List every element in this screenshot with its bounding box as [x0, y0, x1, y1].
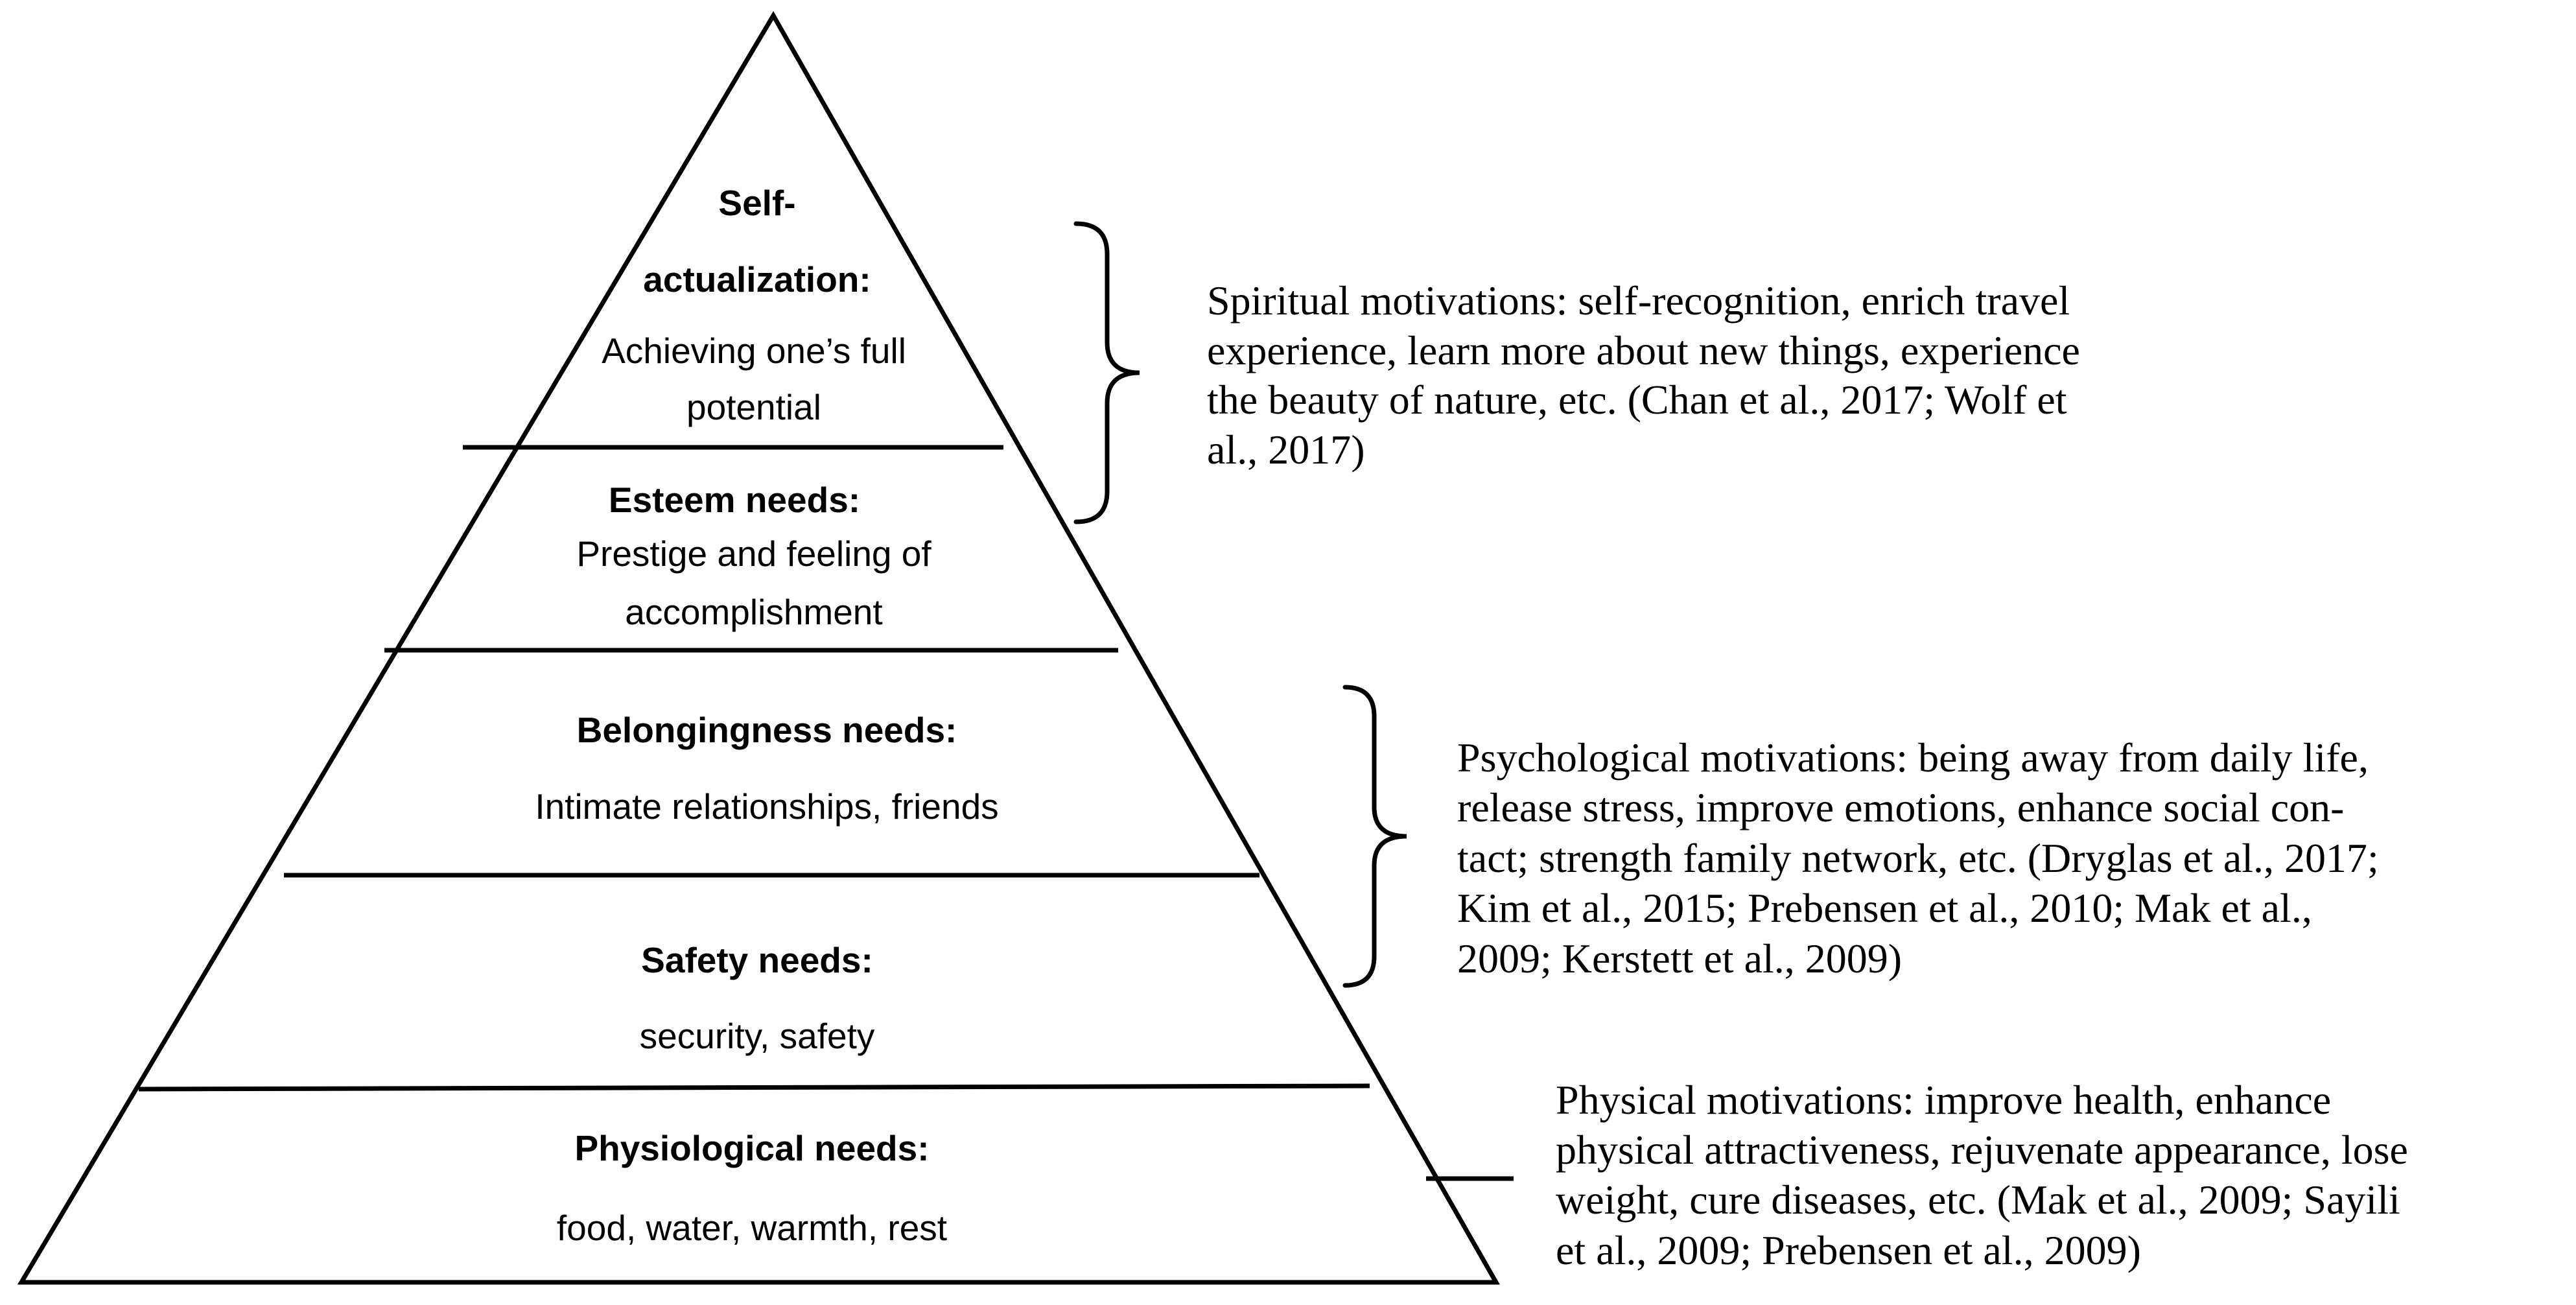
level-desc-line: accomplishment — [625, 592, 882, 632]
note-line: 2009; Kerstett et al., 2009) — [1457, 935, 1902, 982]
note-line: the beauty of nature, etc. (Chan et al.,… — [1207, 377, 2067, 423]
level-self-actualization: Self- actualization: Achieving one’s ful… — [602, 183, 906, 427]
brace-psychological-icon — [1342, 685, 1407, 988]
level-title-line: Belongingness needs: — [577, 710, 957, 750]
level-physiological: Physiological needs: food, water, warmth… — [557, 1128, 947, 1248]
note-line: Physical motivations: improve health, en… — [1556, 1077, 2331, 1123]
note-line: Kim et al., 2015; Prebensen et al., 2010… — [1457, 885, 2312, 931]
note-line: Spiritual motivations: self-recognition,… — [1207, 277, 2070, 323]
level-desc-line: Prestige and feeling of — [576, 534, 931, 574]
level-title-line: Self- — [718, 183, 795, 223]
level-desc-line: food, water, warmth, rest — [557, 1208, 947, 1248]
level-desc-line: Intimate relationships, friends — [535, 786, 998, 827]
level-title-line: Safety needs: — [641, 940, 873, 980]
level-esteem: Esteem needs: Prestige and feeling of ac… — [576, 480, 931, 632]
note-psychological-motivations: Psychological motivations: being away fr… — [1457, 735, 2379, 982]
level-title-line: actualization: — [643, 259, 871, 300]
note-line: al., 2017) — [1207, 427, 1365, 473]
level-belongingness: Belongingness needs: Intimate relationsh… — [535, 710, 998, 827]
note-line: physical attractiveness, rejuvenate appe… — [1556, 1127, 2408, 1173]
note-line: tact; strength family network, etc. (Dry… — [1457, 835, 2379, 881]
note-line: et al., 2009; Prebensen et al., 2009) — [1556, 1227, 2141, 1273]
brace-spiritual-icon — [1073, 221, 1140, 524]
level-desc-line: Achieving one’s full — [602, 331, 906, 371]
level-title-line: Esteem needs: — [609, 480, 860, 520]
level-title-line: Physiological needs: — [574, 1128, 929, 1168]
note-spiritual-motivations: Spiritual motivations: self-recognition,… — [1207, 277, 2080, 473]
note-line: Psychological motivations: being away fr… — [1457, 735, 2369, 781]
divider-safety-physiological — [138, 1083, 1370, 1092]
note-line: weight, cure diseases, etc. (Mak et al.,… — [1556, 1177, 2400, 1223]
level-desc-line: potential — [686, 387, 821, 427]
level-desc-line: security, safety — [640, 1016, 875, 1056]
note-physical-motivations: Physical motivations: improve health, en… — [1556, 1077, 2408, 1273]
note-line: release stress, improve emotions, enhanc… — [1457, 784, 2344, 830]
note-line: experience, learn more about new things,… — [1207, 327, 2080, 373]
level-safety: Safety needs: security, safety — [640, 940, 875, 1056]
